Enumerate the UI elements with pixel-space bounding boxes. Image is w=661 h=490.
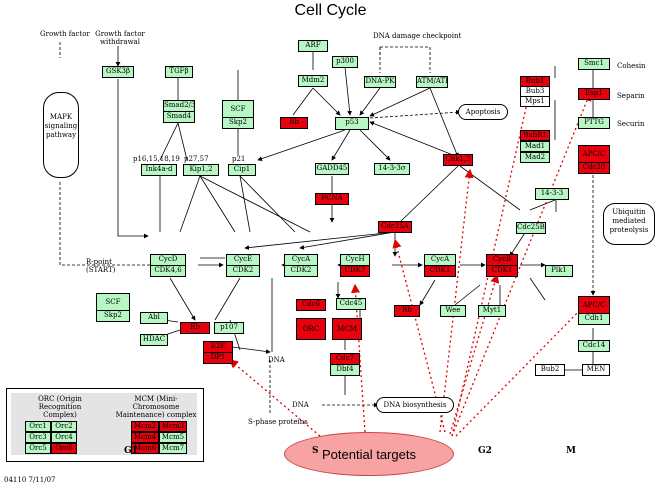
- mps1-node[interactable]: Mps1: [520, 96, 550, 107]
- p21-label: p21: [232, 155, 246, 163]
- rb-node-3[interactable]: Rb: [180, 322, 210, 334]
- apoptosis-node[interactable]: Apoptosis: [458, 104, 508, 120]
- atm-atr-node[interactable]: ATM/ATR: [416, 76, 448, 88]
- 14-3-3-node[interactable]: 14-3-3: [535, 188, 569, 200]
- mdm2-node[interactable]: Mdm2: [298, 75, 328, 87]
- phase-m-label: M: [566, 446, 576, 456]
- orc2-node[interactable]: Orc2: [51, 421, 77, 432]
- hdac-node[interactable]: HDAC: [140, 334, 168, 346]
- cdk7-node[interactable]: CDK7: [340, 265, 370, 277]
- pathway-id-footer: 04110 7/11/07: [4, 476, 56, 484]
- scf-node-1[interactable]: SCF: [222, 100, 254, 118]
- tgfb-node[interactable]: TGFβ: [165, 66, 193, 78]
- potential-targets-oval[interactable]: Potential targets: [284, 432, 454, 476]
- cdc25bc-node[interactable]: Cdc25B,C: [516, 222, 546, 234]
- dna-damage-label: DNA damage checkpoint: [373, 32, 462, 40]
- kip12-node[interactable]: Kip1,2: [183, 164, 219, 176]
- dbf4-node[interactable]: Dbf4: [330, 364, 360, 376]
- growth-factor-withdrawal-label: Growth factor withdrawal: [95, 30, 145, 46]
- pttg-node[interactable]: PTTG: [578, 117, 610, 129]
- rb-node-2[interactable]: Rb: [394, 305, 420, 317]
- dna-label-2: DNA: [292, 401, 309, 409]
- cip1-node[interactable]: Cip1: [228, 164, 256, 176]
- gadd45-node[interactable]: GADD45: [315, 163, 349, 175]
- rb-node-1[interactable]: Rb: [280, 117, 308, 129]
- securin-label: Securin: [617, 120, 645, 128]
- p300-node[interactable]: p300: [332, 56, 358, 68]
- ink4-node[interactable]: Ink4a-d: [141, 164, 177, 176]
- mcm5-node[interactable]: Mcm5: [159, 432, 187, 443]
- orc3-node[interactable]: Orc3: [25, 432, 51, 443]
- skp2-node-2[interactable]: Skp2: [96, 310, 130, 322]
- cdk1-node-2[interactable]: CDK1: [486, 265, 518, 277]
- bubr1-node[interactable]: BubR1: [520, 130, 550, 141]
- orc6-node[interactable]: Orc6: [51, 443, 77, 454]
- orc-legend-label: ORC (Origin Recognition Complex): [38, 395, 82, 419]
- s-phase-proteins-label: S-phase proteins: [248, 418, 308, 426]
- ubiquitin-proteolysis-node[interactable]: Ubiquitin mediated proteolysis: [603, 203, 655, 245]
- r-point-label: R-point (START): [86, 258, 116, 274]
- p107-node[interactable]: p107: [214, 322, 244, 334]
- phase-s-label: S: [312, 446, 319, 456]
- abl-node[interactable]: Abl: [140, 312, 168, 324]
- cdk2-node-2[interactable]: CDK2: [284, 265, 318, 277]
- cdh1-node[interactable]: Cdh1: [578, 313, 610, 325]
- dp1-node[interactable]: DP1: [203, 352, 233, 364]
- myt1-node[interactable]: Myt1: [478, 305, 506, 317]
- mcm7-node[interactable]: Mcm7: [159, 443, 187, 454]
- cdk1-node-1[interactable]: CDK1: [424, 265, 456, 277]
- arf-node[interactable]: ARF: [298, 40, 328, 52]
- phase-g1-label: G1: [124, 446, 138, 456]
- mcm3-node[interactable]: Mcm3: [159, 421, 187, 432]
- smad4-node[interactable]: Smad4: [163, 111, 195, 123]
- dna-label-1: DNA: [268, 356, 285, 364]
- cdc14-node[interactable]: Cdc14: [578, 340, 610, 352]
- skp2-node-1[interactable]: Skp2: [222, 117, 254, 129]
- complex-legend: ORC (Origin Recognition Complex) MCM (Mi…: [6, 388, 204, 462]
- cdc25a-node[interactable]: Cdc25A: [378, 221, 412, 233]
- growth-factor-label: Growth factor: [40, 30, 90, 38]
- esp1-node[interactable]: Esp1: [578, 88, 610, 100]
- dna-biosynthesis-node[interactable]: DNA biosynthesis: [376, 397, 454, 413]
- cdc20-node[interactable]: Cdc20: [578, 162, 610, 174]
- cohesin-label: Cohesin: [617, 62, 646, 70]
- scf-node-2[interactable]: SCF: [96, 293, 130, 311]
- orc-node[interactable]: ORC: [296, 318, 326, 340]
- apc-c-cdh1-node[interactable]: APC/C: [578, 296, 610, 314]
- bub2-node[interactable]: Bub2: [535, 364, 565, 376]
- wee-node[interactable]: Wee: [440, 305, 466, 317]
- cdc6-node[interactable]: Cdc6: [296, 299, 326, 311]
- phase-g2-label: G2: [478, 446, 492, 456]
- mcm-node[interactable]: MCM: [332, 318, 362, 340]
- men-node[interactable]: MEN: [582, 364, 610, 376]
- mapk-pathway-box[interactable]: MAPK signaling pathway: [43, 92, 79, 178]
- plk1-node[interactable]: Plk1: [545, 265, 573, 277]
- gsk3b-node[interactable]: GSK3β: [102, 66, 134, 78]
- p27-label: p27,57: [184, 155, 209, 163]
- mad1-node[interactable]: Mad1: [520, 141, 550, 152]
- 14-3-3-sigma-node[interactable]: 14-3-3σ: [374, 163, 410, 175]
- mcm2-node[interactable]: Mcm2: [131, 421, 159, 432]
- cdc45-node[interactable]: Cdc45: [336, 298, 366, 310]
- mcm6-node[interactable]: Mcm6: [131, 443, 159, 454]
- p16-label: p16,15,18,19: [133, 155, 180, 163]
- smc1-node[interactable]: Smc1: [578, 58, 610, 70]
- pcna-node[interactable]: PCNA: [315, 193, 349, 205]
- orc5-node[interactable]: Orc5: [25, 443, 51, 454]
- mad2-node[interactable]: Mad2: [520, 152, 550, 163]
- apc-c-cdc20-node[interactable]: APC/C: [578, 145, 610, 163]
- cdk46-node[interactable]: CDK4,6: [150, 265, 186, 277]
- orc4-node[interactable]: Orc4: [51, 432, 77, 443]
- dna-pk-node[interactable]: DNA-PK: [364, 76, 396, 88]
- diagram-title: Cell Cycle: [294, 2, 367, 19]
- cdk2-node-1[interactable]: CDK2: [226, 265, 260, 277]
- separin-label: Separin: [617, 92, 645, 100]
- mcm-legend-label: MCM (Mini-Chromosome Maintenance) comple…: [115, 395, 197, 419]
- p53-node[interactable]: p53: [335, 117, 369, 130]
- chk12-node[interactable]: Chk1,2: [443, 154, 473, 166]
- orc1-node[interactable]: Orc1: [25, 421, 51, 432]
- mcm4-node[interactable]: Mcm4: [131, 432, 159, 443]
